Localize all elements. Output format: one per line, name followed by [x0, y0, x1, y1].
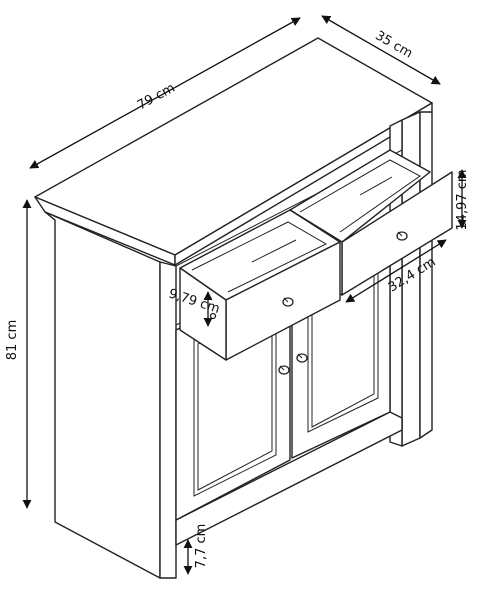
- dimension-leg-height: 7,7 cm: [183, 524, 209, 575]
- drawer-height-label: 14,97 cm: [455, 169, 470, 230]
- right-door-knob-icon: [296, 353, 308, 363]
- bottom-apron: [175, 411, 403, 546]
- left-door-knob-icon: [278, 365, 290, 375]
- front-left-stile: [159, 261, 177, 579]
- height-label: 81 cm: [5, 320, 20, 361]
- leg-height-label: 7,7 cm: [194, 524, 209, 569]
- left-drawer: [179, 209, 341, 361]
- dimension-drawer-height: 14,97 cm: [455, 169, 470, 231]
- drawers: [179, 149, 453, 361]
- left-drawer-knob-icon: [282, 297, 294, 307]
- left-side-panel: [44, 211, 161, 579]
- dimension-height: 81 cm: [5, 199, 32, 509]
- right-drawer-knob-icon: [396, 231, 408, 241]
- width-label: 79 cm: [135, 81, 178, 114]
